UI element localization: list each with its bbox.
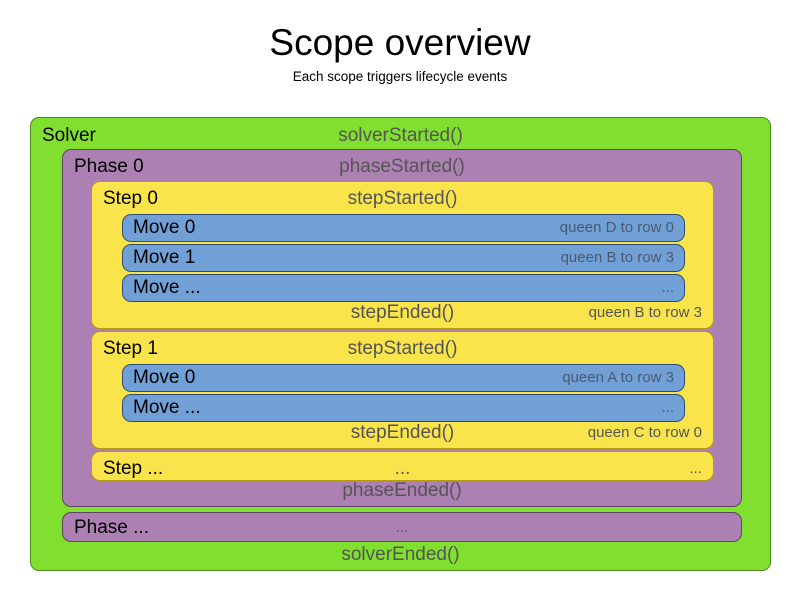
move-label: Move ... xyxy=(133,397,201,418)
step-1-footer-line: stepEnded() queen C to row 0 xyxy=(92,419,713,446)
move-line: Move 0 queen A to row 3 xyxy=(123,365,684,391)
step-0-label: Step 0 xyxy=(103,188,158,209)
move-label: Move 0 xyxy=(133,217,196,238)
step-0-moves-list: Move 0 queen D to row 0 Move 1 queen B t… xyxy=(122,214,685,304)
solver-ended-event: solverEnded() xyxy=(341,544,460,565)
phase-ellipsis-scope[interactable]: Phase ... ... xyxy=(62,512,742,542)
step-1-scope[interactable]: Step 1 stepStarted() Move 0 queen A to r… xyxy=(91,331,714,449)
move-scope[interactable]: Move 0 queen D to row 0 xyxy=(122,214,685,242)
step-1-moves-list: Move 0 queen A to row 3 Move ... ... xyxy=(122,364,685,424)
move-detail: queen B to row 3 xyxy=(560,249,674,266)
step-1-header-line: Step 1 stepStarted() xyxy=(92,334,713,363)
solver-label: Solver xyxy=(42,125,96,146)
step-1-started-event: stepStarted() xyxy=(347,338,458,359)
solver-header-line: Solver solverStarted() xyxy=(31,121,770,150)
solver-scope[interactable]: Solver solverStarted() Phase 0 phaseStar… xyxy=(30,117,771,571)
phase-0-scope[interactable]: Phase 0 phaseStarted() Step 0 stepStarte… xyxy=(62,149,742,507)
move-line: Move ... ... xyxy=(123,395,684,421)
step-0-header-line: Step 0 stepStarted() xyxy=(92,184,713,213)
phase-0-started-event: phaseStarted() xyxy=(339,156,465,177)
step-1-ended-detail: queen C to row 0 xyxy=(587,424,702,441)
step-0-footer-line: stepEnded() queen B to row 3 xyxy=(92,299,713,326)
phase-0-header-line: Phase 0 phaseStarted() xyxy=(63,152,741,181)
move-scope[interactable]: Move ... ... xyxy=(122,394,685,422)
step-ellipsis-label: Step ... xyxy=(103,458,164,479)
phase-0-label: Phase 0 xyxy=(74,156,144,177)
phase-ellipsis-line: Phase ... ... xyxy=(63,513,741,543)
move-label: Move ... xyxy=(133,277,201,298)
page-subtitle: Each scope triggers lifecycle events xyxy=(292,68,508,84)
step-1-label: Step 1 xyxy=(103,338,158,359)
move-detail: ... xyxy=(661,399,674,416)
move-line: Move ... ... xyxy=(123,275,684,301)
phase-0-footer-line: phaseEnded() xyxy=(63,477,741,504)
move-scope[interactable]: Move 0 queen A to row 3 xyxy=(122,364,685,392)
phase-ellipsis-label: Phase ... xyxy=(74,517,149,538)
solver-started-event: solverStarted() xyxy=(338,125,463,146)
move-scope[interactable]: Move 1 queen B to row 3 xyxy=(122,244,685,272)
step-0-started-event: stepStarted() xyxy=(347,188,458,209)
move-detail: queen A to row 3 xyxy=(562,369,674,386)
phase-ellipsis-event: ... xyxy=(395,519,409,536)
page-header: Scope overview Each scope triggers lifec… xyxy=(0,0,800,84)
move-detail: ... xyxy=(661,279,674,296)
page-title: Scope overview xyxy=(269,22,531,63)
move-scope[interactable]: Move ... ... xyxy=(122,274,685,302)
phase-0-ended-event: phaseEnded() xyxy=(342,480,462,501)
move-label: Move 1 xyxy=(133,247,196,268)
step-0-scope[interactable]: Step 0 stepStarted() Move 0 queen D to r… xyxy=(91,181,714,329)
move-line: Move 0 queen D to row 0 xyxy=(123,215,684,241)
move-label: Move 0 xyxy=(133,367,196,388)
step-ellipsis-detail: ... xyxy=(689,460,702,477)
solver-footer-line: solverEnded() xyxy=(31,541,770,568)
move-line: Move 1 queen B to row 3 xyxy=(123,245,684,271)
move-detail: queen D to row 0 xyxy=(559,219,674,236)
step-0-ended-detail: queen B to row 3 xyxy=(588,304,702,321)
step-ellipsis-scope[interactable]: Step ... ... ... xyxy=(91,451,714,481)
